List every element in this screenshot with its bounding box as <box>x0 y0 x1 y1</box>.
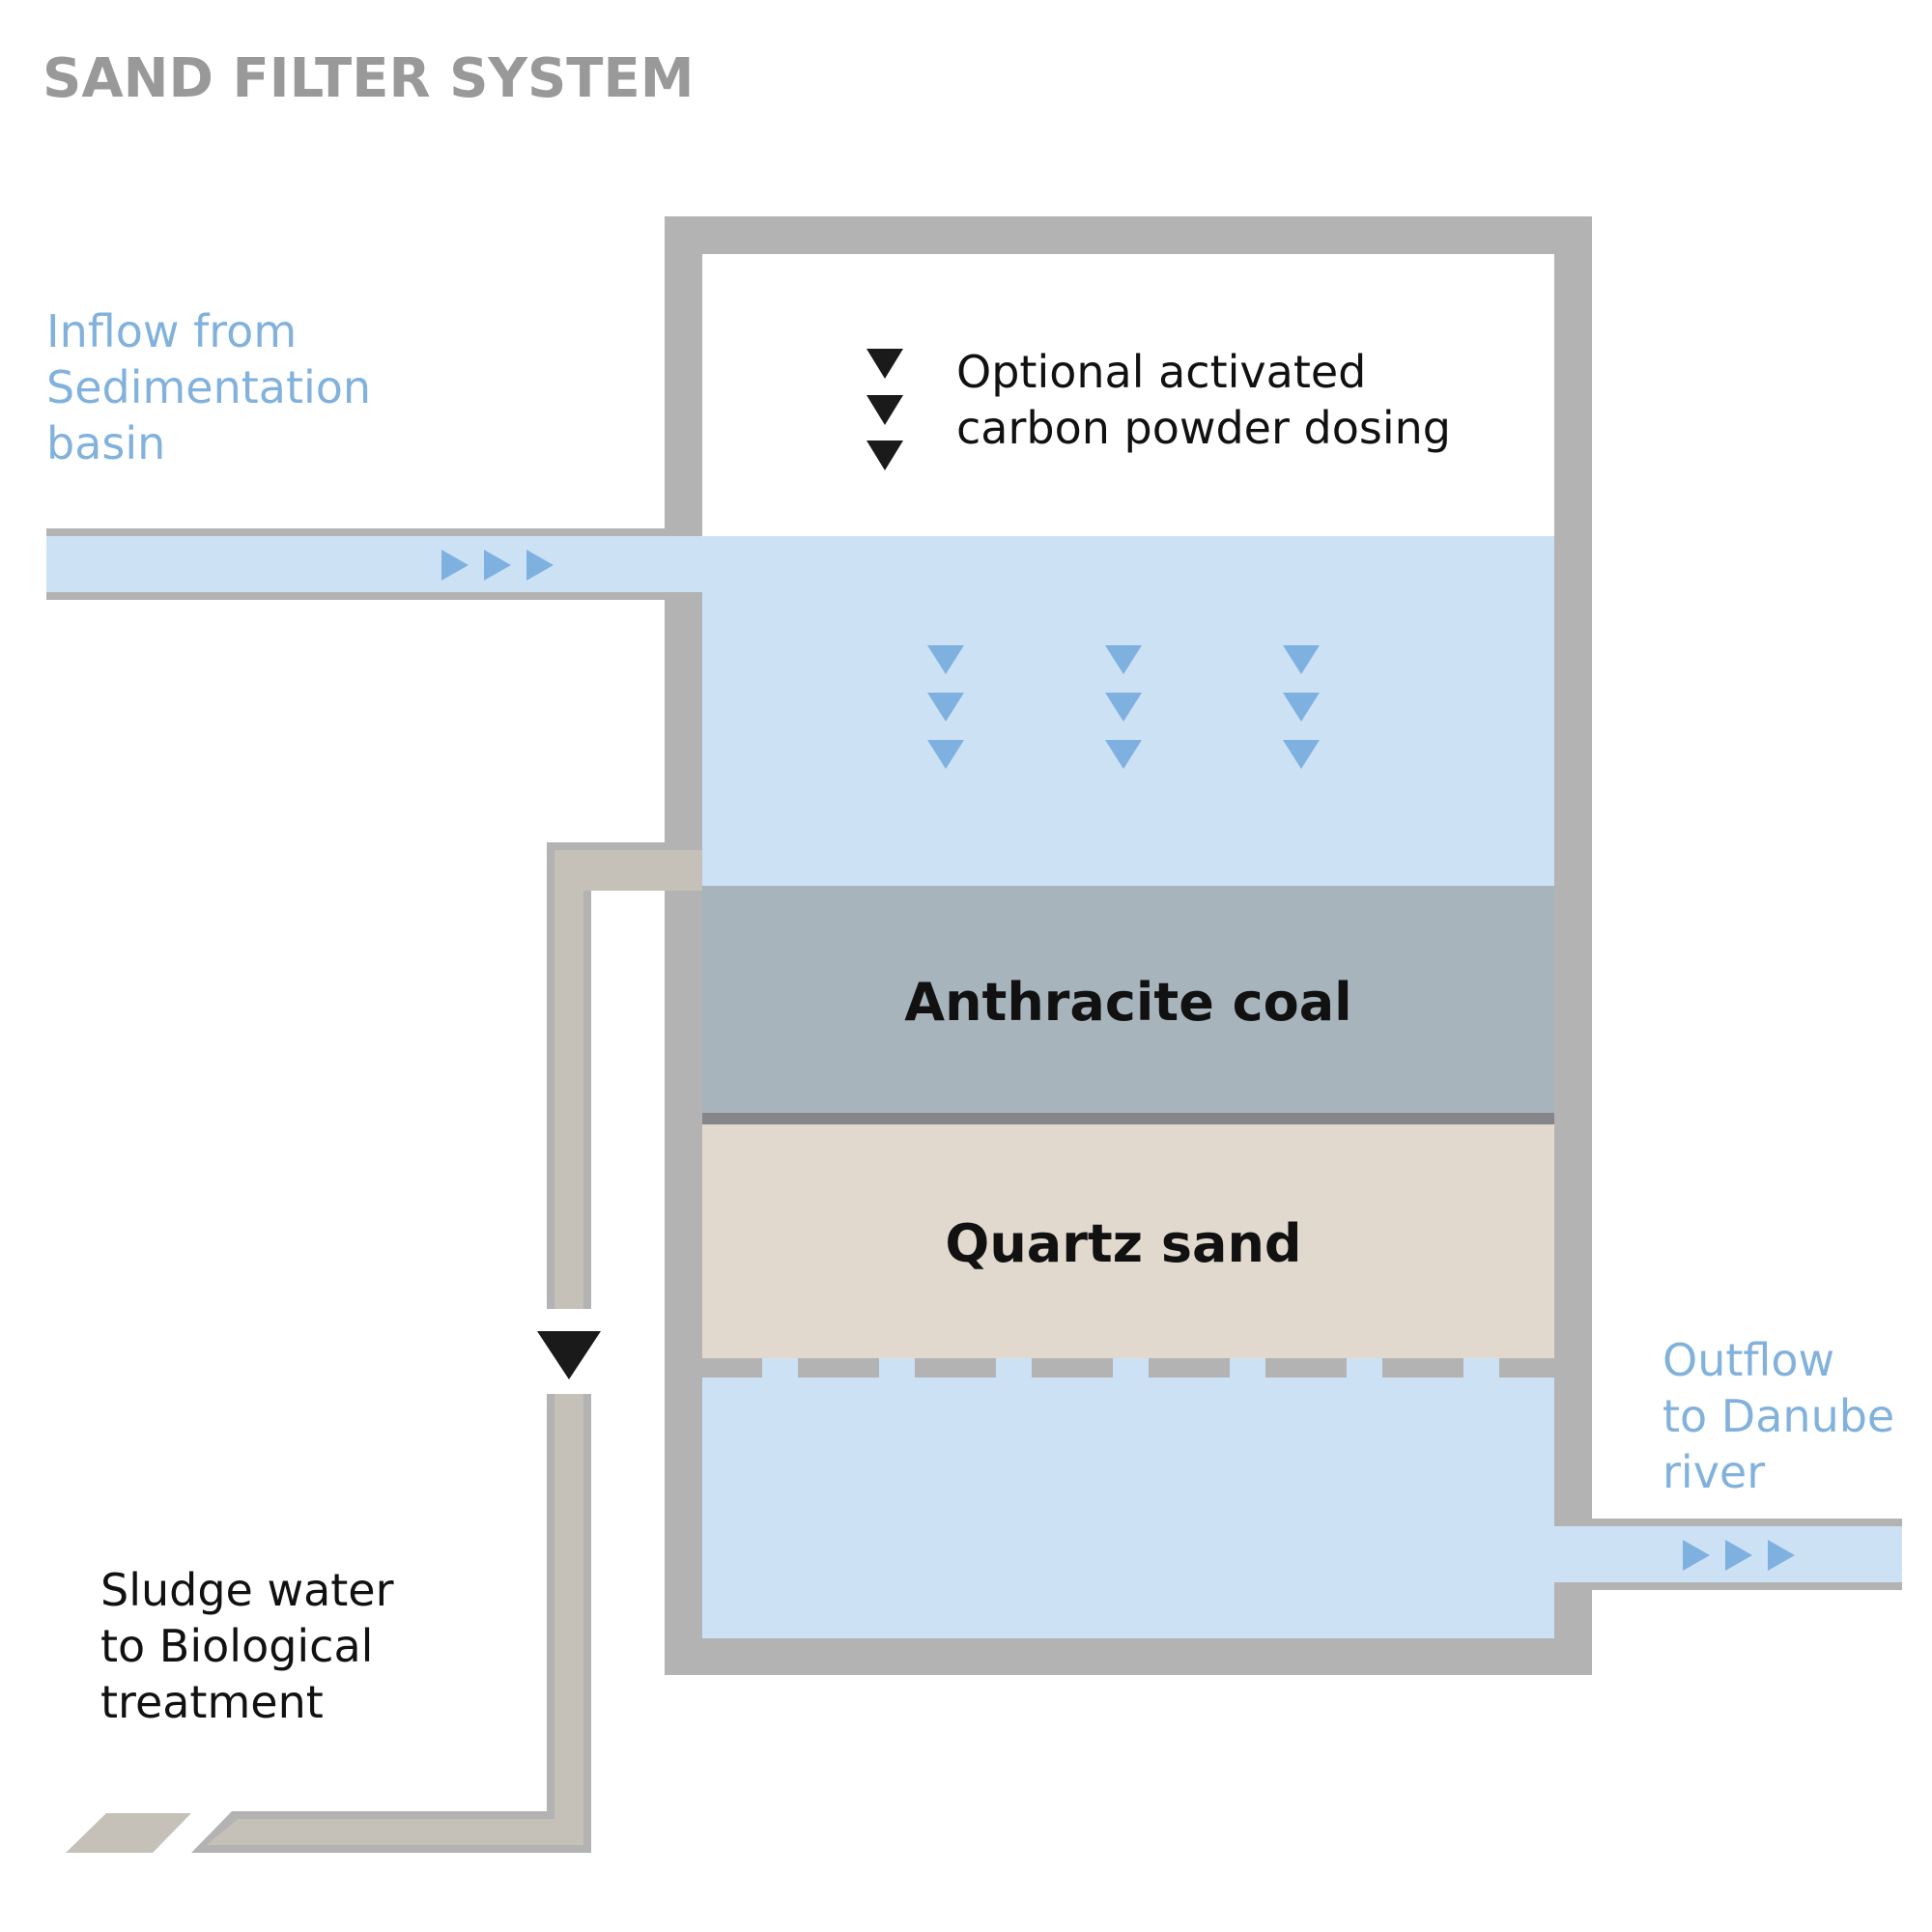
nozzle-plate <box>702 1358 1554 1378</box>
outflow-label-line: river <box>1662 1446 1765 1498</box>
inflow-label: Inflow from Sedimentation basin <box>46 305 371 469</box>
inflow-label-line: Sedimentation <box>46 361 371 413</box>
sludge-pipe <box>66 842 702 1853</box>
inflow-arrows <box>441 550 554 581</box>
quartz-sand-label: Quartz sand <box>945 1213 1301 1274</box>
inflow-pipe-bottom-edge <box>46 592 665 600</box>
anthracite-coal-layer <box>702 886 1554 1115</box>
outflow-arrows <box>1683 1540 1795 1571</box>
tank-lower-water <box>702 1378 1554 1638</box>
inflow-pipe <box>46 536 732 592</box>
downflow-arrows <box>927 645 1320 769</box>
sludge-label-line: to Biological <box>100 1620 373 1672</box>
sludge-label-line: treatment <box>100 1676 324 1728</box>
inflow-label-line: Inflow from <box>46 305 297 357</box>
outflow-label: Outflow to Danube river <box>1662 1334 1894 1498</box>
sludge-valve <box>537 1309 601 1422</box>
dosing-label-line: Optional activated <box>956 346 1366 398</box>
diagram-title: SAND FILTER SYSTEM <box>43 47 695 110</box>
sludge-label: Sludge water to Biological treatment <box>100 1564 394 1728</box>
coal-sand-boundary <box>702 1113 1554 1124</box>
dosing-label-line: carbon powder dosing <box>956 402 1451 454</box>
tank-air-space <box>702 254 1554 536</box>
quartz-sand-layer <box>702 1124 1554 1358</box>
outflow-label-line: to Danube <box>1662 1390 1894 1442</box>
dosing-label: Optional activated carbon powder dosing <box>956 346 1451 454</box>
inflow-pipe-top-edge <box>46 528 665 536</box>
anthracite-coal-label: Anthracite coal <box>904 972 1351 1033</box>
outflow-pipe-top-edge <box>1554 1519 1902 1526</box>
carbon-dosing-arrows <box>867 349 903 470</box>
outflow-label-line: Outflow <box>1662 1334 1834 1386</box>
outflow-pipe-bottom-edge <box>1592 1582 1902 1590</box>
sludge-label-line: Sludge water <box>100 1564 394 1616</box>
inflow-label-line: basin <box>46 417 165 469</box>
